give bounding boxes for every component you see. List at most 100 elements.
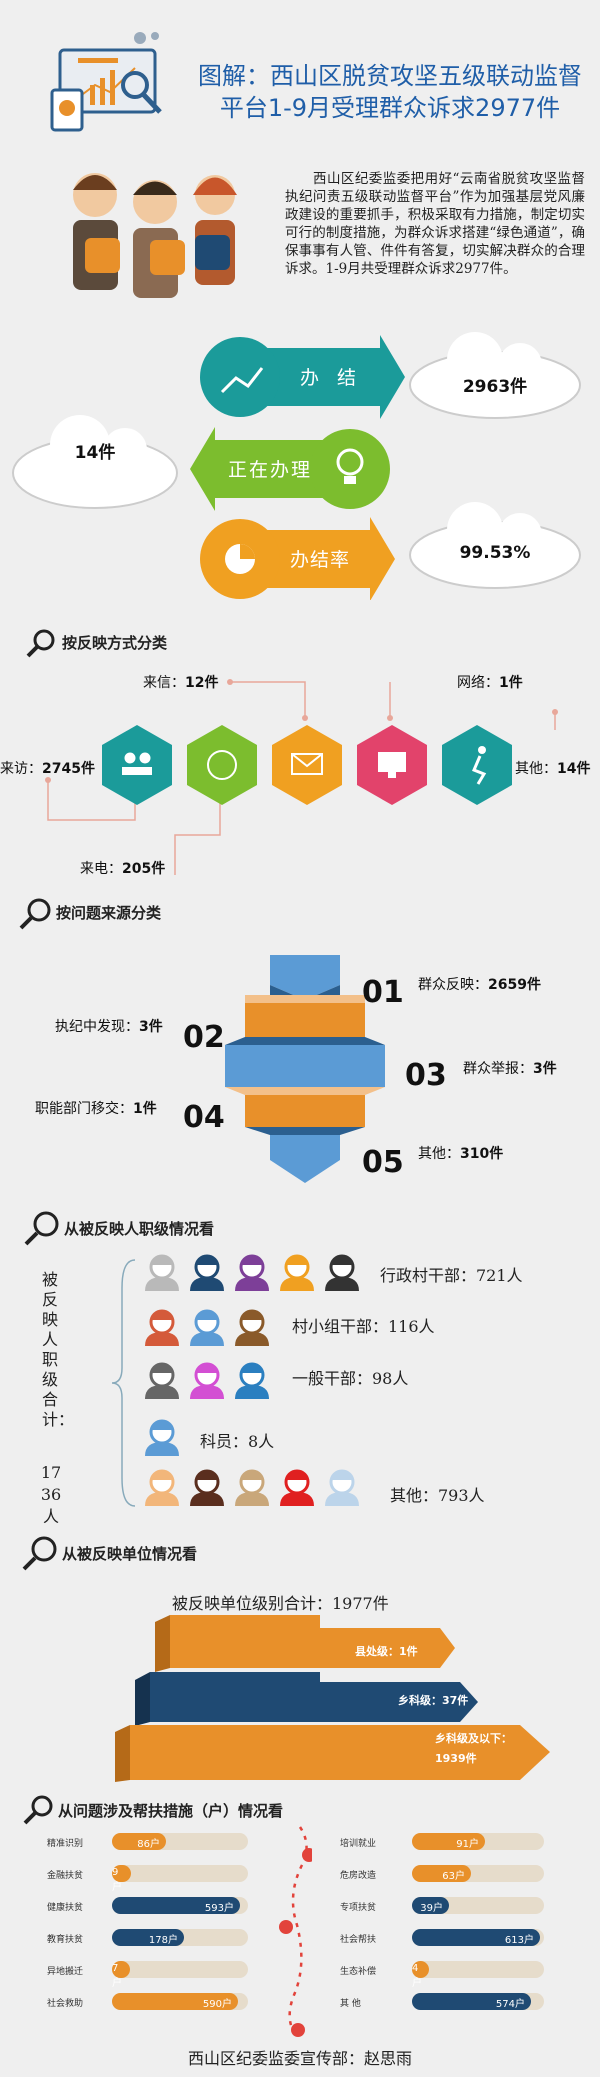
aid-left-item-bar-fill bbox=[112, 1993, 238, 2010]
method-title: 按反映方式分类 bbox=[62, 634, 168, 652]
aid-right-item-bar: 574户 bbox=[412, 1993, 544, 2010]
rank-row-4: 科员：8人 bbox=[200, 1432, 275, 1451]
aid-right-item-label: 其 他 bbox=[340, 1999, 361, 2009]
rank-row-3: 一般干部：98人 bbox=[292, 1369, 409, 1388]
aid-right-item-bar-fill bbox=[412, 1833, 485, 1850]
intro-paragraph: 西山区纪委监委把用好“云南省脱贫攻坚监督执纪问责五级联动监督平台”作为加强基层党… bbox=[285, 171, 585, 277]
rate-value: 99.53% bbox=[459, 543, 531, 563]
unit-level-3a: 乡科级及以下： bbox=[435, 1732, 512, 1745]
aid-left-item-bar-fill bbox=[112, 1865, 131, 1882]
aid-divider bbox=[279, 1826, 312, 2038]
aid-left-item-label: 社会救助 bbox=[47, 1999, 84, 2009]
aid-right-item-value: 4户 bbox=[412, 1963, 422, 1989]
aid-right-item-value: 91户 bbox=[456, 1839, 479, 1850]
doing-label: 正在办理 bbox=[228, 459, 313, 481]
person-icon bbox=[145, 1362, 179, 1399]
rate-label: 办结率 bbox=[290, 549, 351, 571]
source-stat-5: 其他：310件 bbox=[418, 1146, 504, 1162]
person-icon bbox=[235, 1254, 269, 1291]
aid-left-item-label: 精准识别 bbox=[47, 1839, 84, 1849]
aid-left-item-value: 178户 bbox=[148, 1935, 178, 1946]
person-icon bbox=[235, 1469, 269, 1506]
person-icon bbox=[190, 1362, 224, 1399]
aid-left-item-label: 金融扶贫 bbox=[47, 1871, 84, 1881]
rank-avatars bbox=[145, 1254, 359, 1506]
page-title: 图解：西山区脱贫攻坚五级联动监督 平台1-9月受理群众诉求2977件 bbox=[190, 60, 590, 124]
aid-right-item-label: 培训就业 bbox=[340, 1839, 377, 1849]
person-icon bbox=[280, 1469, 314, 1506]
method-graphic bbox=[45, 679, 558, 875]
net-stat: 网络：1件 bbox=[457, 675, 523, 691]
source-no-2: 02 bbox=[183, 1020, 225, 1055]
aid-left-item-value: 9户 bbox=[112, 1867, 122, 1893]
aid-right-item-value: 39户 bbox=[420, 1903, 443, 1914]
aid-right-item-value: 63户 bbox=[442, 1871, 465, 1882]
unit-level-2: 乡科级：37件 bbox=[398, 1694, 469, 1707]
aid-right-item-bar-fill bbox=[412, 1961, 429, 1978]
rank-row-5: 其他：793人 bbox=[390, 1486, 485, 1505]
aid-right-item-label: 专项扶贫 bbox=[340, 1903, 377, 1913]
source-no-5: 05 bbox=[362, 1145, 404, 1180]
search-icon bbox=[22, 1210, 60, 1250]
aid-right-item-bar-fill bbox=[412, 1993, 531, 2010]
person-icon bbox=[190, 1254, 224, 1291]
search-icon bbox=[25, 628, 57, 662]
aid-left-item-value: 86户 bbox=[137, 1839, 160, 1850]
aid-left-item-bar: 593户 bbox=[112, 1897, 248, 1914]
aid-left-item-bar: 178户 bbox=[112, 1929, 248, 1946]
source-stat-2: 执纪中发现：3件 bbox=[55, 1019, 163, 1035]
rank-bracket bbox=[111, 1259, 136, 1507]
aid-right-item-bar: 613户 bbox=[412, 1929, 544, 1946]
aid-left-item-label: 健康扶贫 bbox=[47, 1903, 84, 1913]
done-label: 办 结 bbox=[300, 367, 363, 389]
doing-value: 14件 bbox=[74, 443, 116, 463]
person-icon bbox=[280, 1254, 314, 1291]
rank-row-2: 村小组干部：116人 bbox=[292, 1317, 435, 1336]
aid-right-item-value: 613户 bbox=[504, 1935, 534, 1946]
aid-left-item-bar-fill bbox=[112, 1897, 240, 1914]
aid-left-item-bar: 590户 bbox=[112, 1993, 248, 2010]
person-icon bbox=[325, 1254, 359, 1291]
done-value: 2963件 bbox=[462, 377, 528, 397]
aid-left-item-bar: 86户 bbox=[112, 1833, 248, 1850]
person-icon bbox=[325, 1469, 359, 1506]
aid-right-item-bar: 63户 bbox=[412, 1865, 544, 1882]
aid-title: 从问题涉及帮扶措施（户）情况看 bbox=[58, 1802, 284, 1820]
source-no-3: 03 bbox=[405, 1058, 447, 1093]
unit-pyramid bbox=[115, 1615, 550, 1782]
rank-row-1: 行政村干部：721人 bbox=[380, 1266, 523, 1285]
aid-right-item-value: 574户 bbox=[495, 1999, 525, 2010]
person-icon bbox=[145, 1419, 179, 1456]
visit-stat: 来访：2745件 bbox=[0, 761, 95, 777]
aid-right-item-bar: 4户 bbox=[412, 1961, 544, 1989]
aid-left-item-bar: 7户 bbox=[112, 1961, 248, 1989]
aid-left-item-label: 教育扶贫 bbox=[47, 1935, 84, 1945]
person-icon bbox=[235, 1309, 269, 1346]
source-stack bbox=[225, 955, 385, 1183]
aid-right-item-label: 社会帮扶 bbox=[340, 1935, 377, 1945]
person-icon bbox=[145, 1469, 179, 1506]
aid-right-item-label: 生态补偿 bbox=[340, 1967, 377, 1977]
unit-title: 从被反映单位情况看 bbox=[62, 1545, 198, 1563]
aid-left-item-bar: 9户 bbox=[112, 1865, 248, 1893]
status-graphic bbox=[12, 332, 581, 600]
person-icon bbox=[235, 1362, 269, 1399]
rank-total-value: 1736人 bbox=[40, 1463, 62, 1526]
aid-left-item-bar-fill bbox=[112, 1961, 130, 1978]
aid-right-item-bar-fill bbox=[412, 1897, 449, 1914]
aid-left-item-bar-fill bbox=[112, 1833, 166, 1850]
aid-right-item-bar: 39户 bbox=[412, 1897, 544, 1914]
person-icon bbox=[145, 1309, 179, 1346]
aid-left-item-value: 7户 bbox=[112, 1963, 122, 1989]
aid-right-item-bar-fill bbox=[412, 1929, 540, 1946]
phone-stat: 来电：205件 bbox=[80, 861, 166, 877]
source-stat-1: 群众反映：2659件 bbox=[418, 977, 541, 993]
footer-credit: 西山区纪委监委宣传部：赵思雨 bbox=[187, 2049, 412, 2068]
search-icon bbox=[20, 1535, 58, 1575]
title-line1: 图解：西山区脱贫攻坚五级联动监督 bbox=[198, 62, 582, 90]
source-stat-4: 职能部门移交：1件 bbox=[35, 1101, 157, 1117]
aid-right-item-label: 危房改造 bbox=[340, 1871, 377, 1881]
aid-right-item-bar-fill bbox=[412, 1865, 471, 1882]
source-no-1: 01 bbox=[362, 975, 404, 1010]
person-icon bbox=[190, 1309, 224, 1346]
